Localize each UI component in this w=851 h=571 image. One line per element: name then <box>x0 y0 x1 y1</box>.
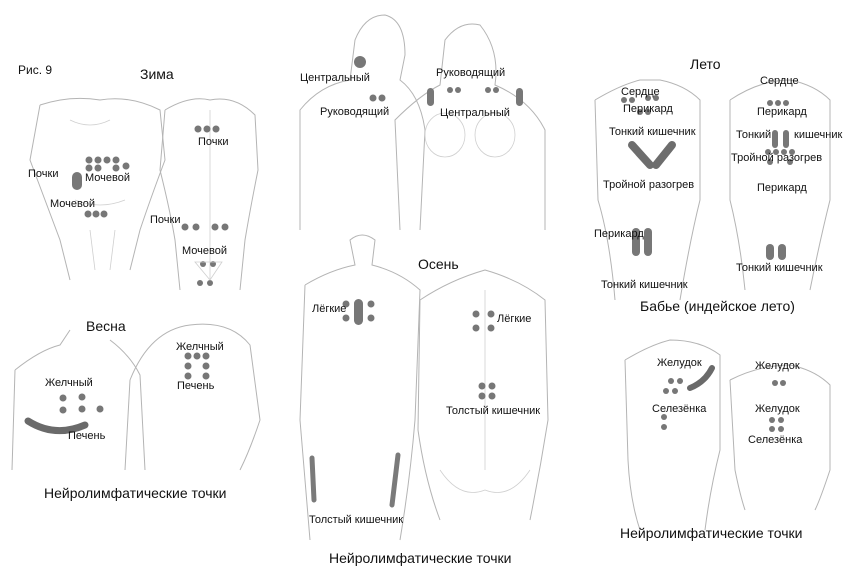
autumn-label-colon-back: Толстый кишечник <box>446 405 541 417</box>
indian-summer-figures <box>624 339 831 531</box>
summer-label-heart-back: Сердце <box>760 75 799 87</box>
autumn-figures <box>299 234 549 541</box>
winter-label-bladder-front2: Мочевой <box>50 198 95 210</box>
figure-label: Рис. 9 <box>18 63 53 77</box>
summer-label-pericardium-back2: Перикард <box>757 182 807 194</box>
summer-label-pericardium-back: Перикард <box>757 106 807 118</box>
spring-label-liver-front: Печень <box>68 430 106 442</box>
indian-summer-label-spleen-front: Селезёнка <box>652 403 707 415</box>
indian-summer-label-stomach-front: Желудок <box>657 357 702 369</box>
summer-label-small-int-front: Тонкий кишечник <box>609 126 696 138</box>
summer-label-triple-back: Тройной разогрев <box>731 152 823 164</box>
winter-label-bladder-back: Мочевой <box>182 245 227 257</box>
indian-summer-label-stomach-back: Желудок <box>755 360 800 372</box>
summer-label-small-int-back-b: кишечник <box>794 129 843 141</box>
spring-label-gall-front: Желчный <box>45 377 93 389</box>
summer-title: Лето <box>690 56 721 72</box>
summer-label-small-int-back-a: Тонкий <box>736 129 772 141</box>
label-governing-front: Руководящий <box>436 67 506 79</box>
summer-label-triple-front: Тройной разогрев <box>603 179 695 191</box>
indian-summer-title: Бабье (индейское лето) <box>640 298 795 314</box>
winter-label-kidneys-back-top: Почки <box>198 136 229 148</box>
summer-label-small-int-front2: Тонкий кишечник <box>601 279 688 291</box>
winter-label-kidneys-front: Почки <box>28 168 59 180</box>
winter-front-figure <box>29 97 166 281</box>
summer-label-pericardium-front2: Перикард <box>594 228 644 240</box>
spring-title: Весна <box>86 318 126 334</box>
summer-figures <box>594 79 831 301</box>
indian-summer-label-stomach-back2: Желудок <box>755 403 800 415</box>
summer-label-heart-front: Сердце <box>621 86 660 98</box>
center-caption: Нейролимфатические точки <box>329 550 512 566</box>
right-caption: Нейролимфатические точки <box>620 525 803 541</box>
winter-label-kidneys-back: Почки <box>150 214 181 226</box>
spring-label-gall-back: Желчный <box>176 341 224 353</box>
autumn-label-lungs-front: Лёгкие <box>312 303 347 315</box>
autumn-title: Осень <box>418 256 459 272</box>
summer-label-small-int-back2: Тонкий кишечник <box>736 262 823 274</box>
label-governing-back: Руководящий <box>320 106 390 118</box>
spring-label-liver-back: Печень <box>177 380 215 392</box>
label-central-front: Центральный <box>440 107 510 119</box>
summer-label-pericardium-front: Перикард <box>623 103 673 115</box>
indian-summer-label-spleen-back: Селезёнка <box>748 434 803 446</box>
label-central-back: Центральный <box>300 72 370 84</box>
winter-title: Зима <box>140 66 174 82</box>
winter-label-bladder-front: Мочевой <box>85 172 130 184</box>
autumn-label-lungs-back: Лёгкие <box>497 313 532 325</box>
left-caption: Нейролимфатические точки <box>44 485 227 501</box>
autumn-label-colon-front: Толстый кишечник <box>309 514 404 526</box>
top-center-figures <box>299 14 546 231</box>
winter-back-figure <box>159 98 259 291</box>
spring-figures <box>11 323 261 471</box>
